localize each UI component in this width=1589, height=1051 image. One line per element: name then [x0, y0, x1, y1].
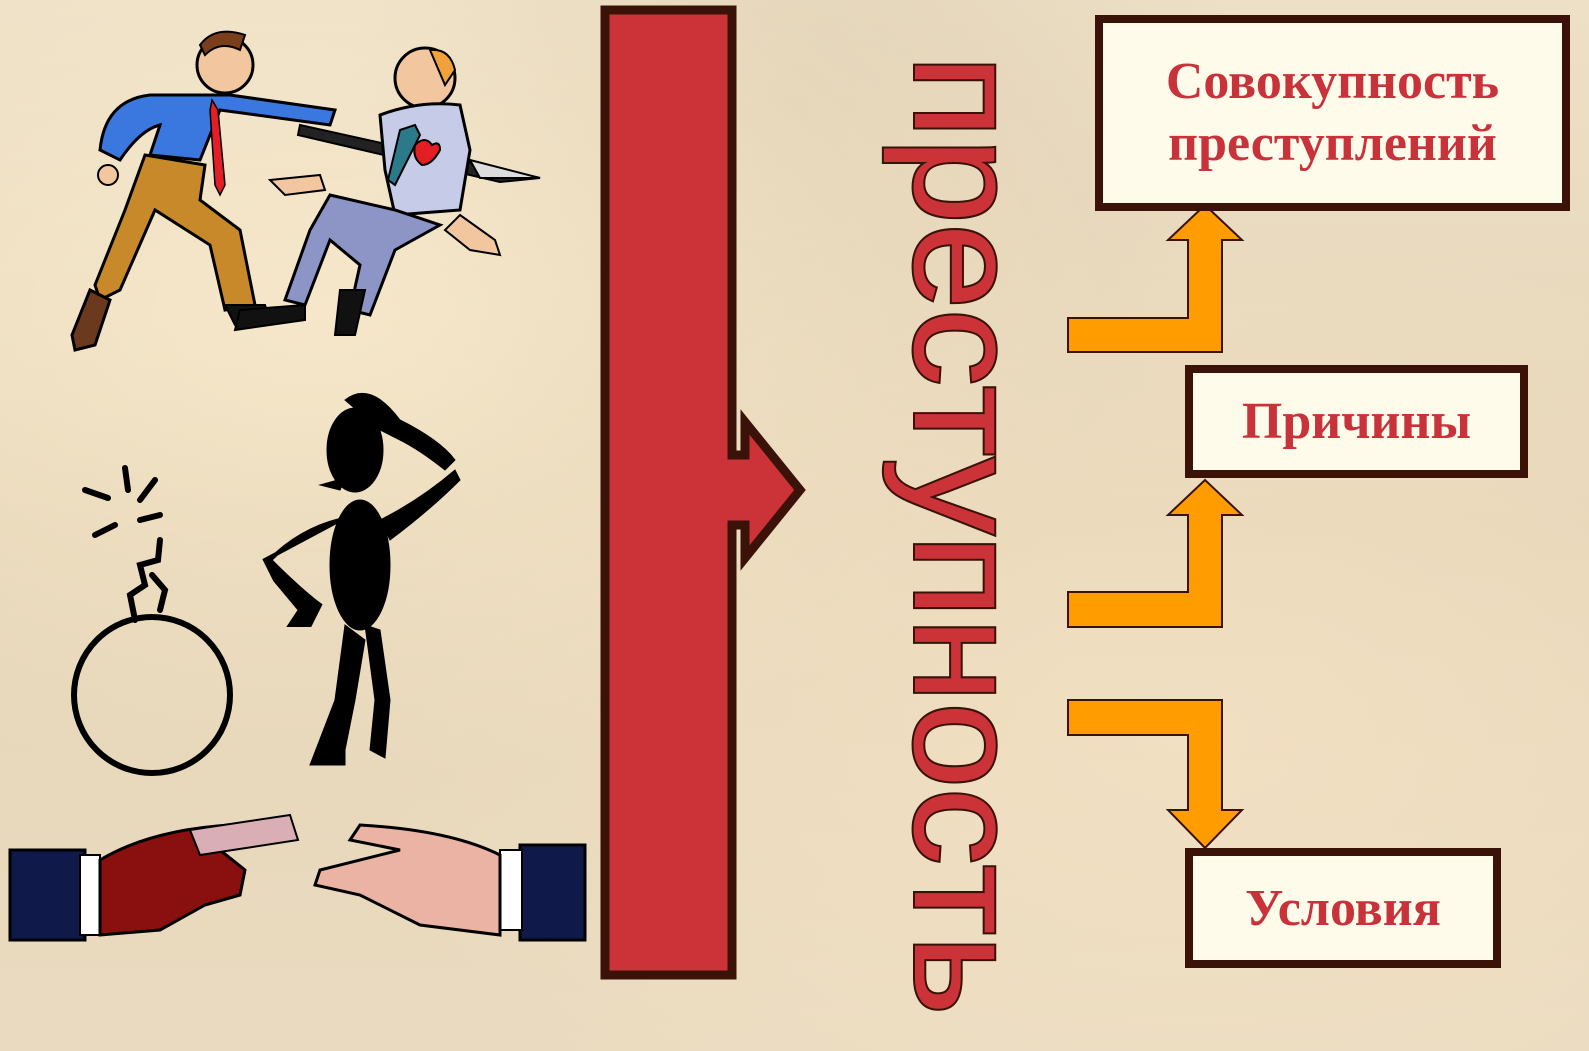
arrow-up-to-prichiny: [1067, 478, 1245, 628]
box-prichiny: Причины: [1185, 365, 1528, 478]
box-prichiny-label: Причины: [1241, 393, 1472, 450]
central-word: преступность: [881, 53, 1053, 1017]
box-top-line1: Совокупность: [1165, 53, 1500, 110]
bribe-hands-illustration: [8, 813, 587, 942]
thinking-man-silhouette: [262, 392, 461, 766]
box-top-line2: преступлений: [1168, 115, 1497, 172]
box-usloviya-label: Условия: [1245, 879, 1441, 937]
fight-stab-illustration: [70, 30, 541, 352]
orange-connectors: [1067, 203, 1245, 850]
arrow-down-to-usloviya: [1067, 699, 1245, 850]
bomb-icon: [71, 465, 233, 776]
box-sovokupnost-prestupleniy: Совокупность преступлений: [1095, 15, 1570, 211]
box-usloviya: Условия: [1185, 848, 1501, 968]
central-word-text: преступность: [883, 55, 1051, 1015]
arrow-up-to-sovokupnost: [1067, 203, 1245, 353]
red-bar-arrow: [600, 5, 806, 980]
